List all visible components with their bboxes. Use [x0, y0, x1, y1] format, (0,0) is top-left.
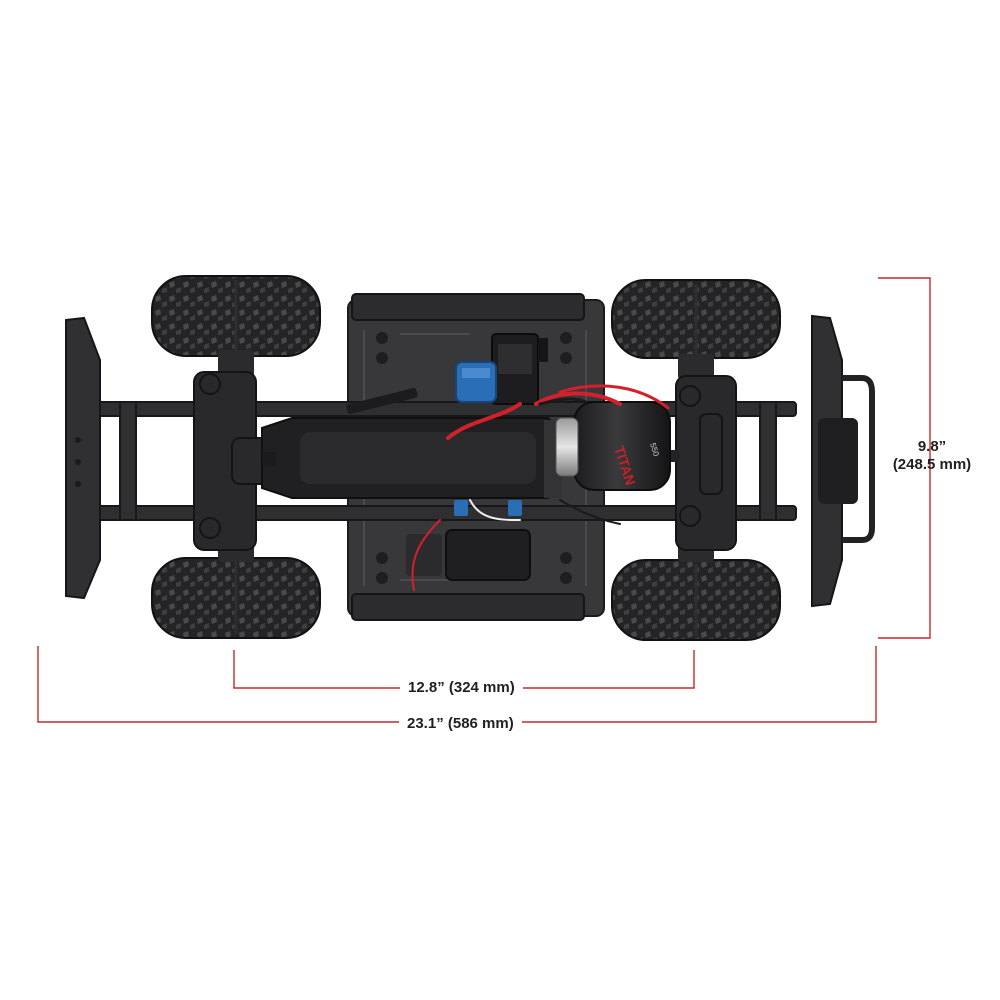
height-dimension-label: 9.8” (248.5 mm)	[884, 438, 980, 474]
height-inches: 9.8”	[917, 438, 947, 455]
drive-shaft-front	[262, 452, 276, 466]
front-bumper	[65, 316, 101, 600]
motor: TITAN 550	[555, 401, 671, 491]
esc-speed-control	[491, 333, 548, 405]
tire-front-left	[151, 275, 321, 357]
height-dimension-line	[878, 277, 931, 639]
steering-servo	[455, 361, 497, 403]
tire-front-right	[611, 279, 781, 359]
receiver-box	[406, 529, 531, 581]
height-millimeters: (248.5 mm)	[892, 456, 972, 473]
wheelbase-dimension-label: 12.8” (324 mm)	[400, 679, 523, 697]
rear-bumper	[811, 314, 875, 608]
tire-rear-left	[151, 557, 321, 639]
rear-axle	[675, 375, 737, 551]
tire-rear-right	[611, 559, 781, 641]
skid-plate	[261, 417, 562, 499]
battery-strap	[346, 388, 418, 414]
connectors	[454, 500, 522, 516]
length-dimension-label: 23.1” (586 mm)	[399, 715, 522, 733]
svg-text:550: 550	[648, 442, 661, 458]
wiring	[411, 384, 670, 591]
